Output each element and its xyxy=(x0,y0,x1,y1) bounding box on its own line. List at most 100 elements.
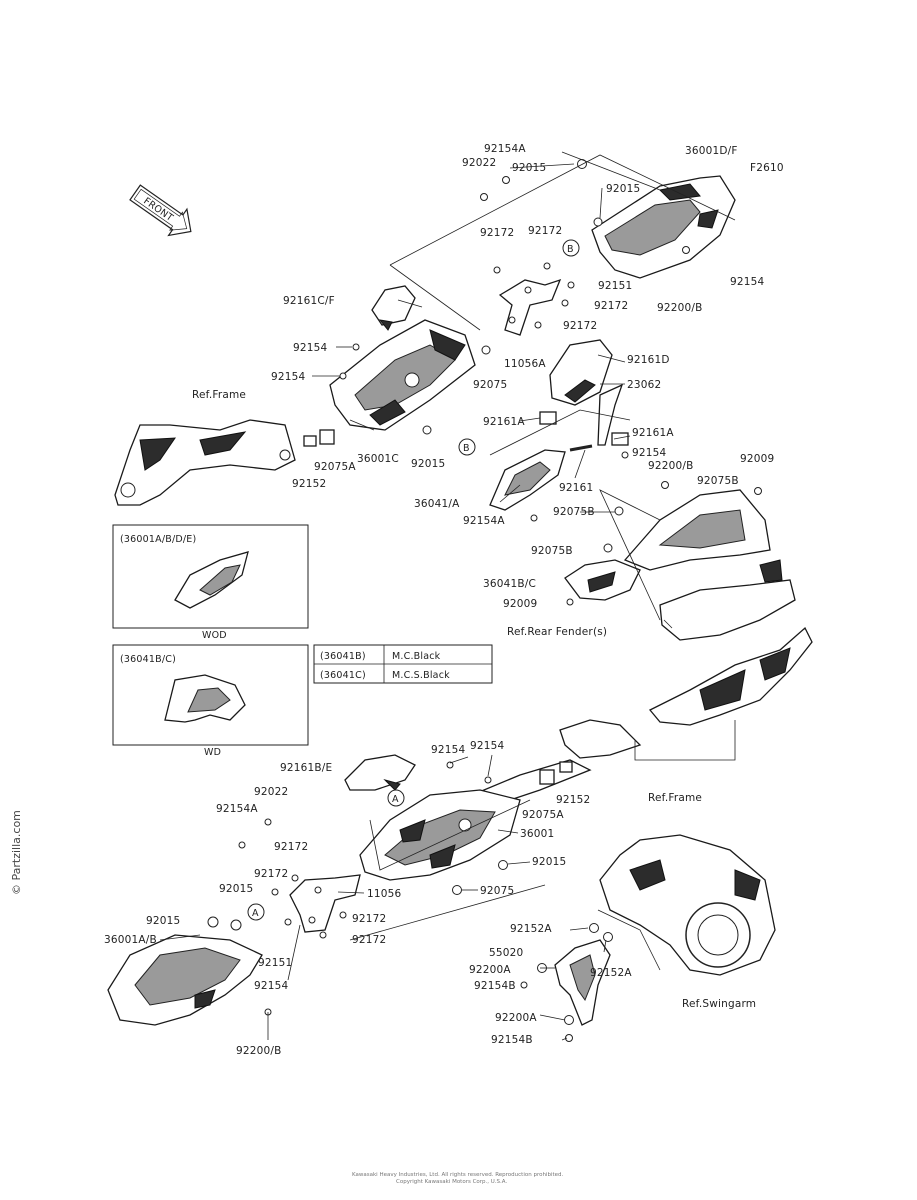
part-label: 92154 xyxy=(632,447,667,459)
part-label: 23062 xyxy=(627,379,661,391)
part-label: 92151 xyxy=(598,280,632,292)
part-label: 92015 xyxy=(219,883,253,895)
part-label: 92200A xyxy=(495,1012,537,1024)
part-label: 92154B xyxy=(474,980,516,992)
inset-top-title: (36001A/B/D/E) xyxy=(120,534,196,545)
mud-guard xyxy=(554,939,611,1026)
svg-text:B: B xyxy=(567,244,574,255)
part-label: 92152 xyxy=(556,794,590,806)
svg-text:A: A xyxy=(392,794,399,805)
figure-code: F2610 xyxy=(750,162,784,174)
frame-main xyxy=(458,626,813,811)
part-label: 92015 xyxy=(532,856,566,868)
callout-a-lower: A xyxy=(387,789,405,807)
color-table-code-0: (36041B) xyxy=(320,651,366,662)
part-label: 11056A xyxy=(504,358,546,370)
part-label: 92152A xyxy=(510,923,552,935)
part-label: 92015 xyxy=(411,458,445,470)
color-table-code-1: (36041C) xyxy=(320,670,366,681)
part-label: 92161 xyxy=(559,482,593,494)
part-label: 92161B/E xyxy=(280,762,332,774)
part-label: 92154A xyxy=(463,515,505,527)
bracket-upper xyxy=(498,278,562,336)
footer-line-1: Kawasaki Heavy Industries, Ltd. All righ… xyxy=(352,1172,564,1178)
inset-bottom-title: (36041B/C) xyxy=(120,654,176,665)
inset-top: (36001A/B/D/E) WOD xyxy=(112,524,309,641)
part-label: 92022 xyxy=(254,786,288,798)
rear-fender xyxy=(623,489,796,641)
part-label: 92161D xyxy=(627,354,670,366)
pad-lower xyxy=(344,754,416,791)
svg-text:A: A xyxy=(252,908,259,919)
part-label: 92015 xyxy=(606,183,640,195)
part-label: Ref.Swingarm xyxy=(682,998,756,1010)
part-label: 36001C xyxy=(357,453,399,465)
part-label: 92154 xyxy=(271,371,306,383)
frame-rear-section xyxy=(114,419,296,506)
part-label: 92172 xyxy=(274,841,308,853)
part-label: 92075A xyxy=(314,461,356,473)
part-label: 92154 xyxy=(254,980,289,992)
part-labels: 92154A 92022 92015 36001D/F 92015 92172 … xyxy=(104,143,774,1057)
bracket-lower xyxy=(289,874,361,933)
part-label: 92154 xyxy=(293,342,328,354)
part-label: 92152A xyxy=(590,967,632,979)
part-label: 92172 xyxy=(352,934,386,946)
watermark: © Partzilla.com xyxy=(10,810,23,895)
part-label: 92161A xyxy=(483,416,525,428)
callout-b-mid: B xyxy=(458,438,476,456)
part-label: 36041/A xyxy=(414,498,460,510)
part-label: 92022 xyxy=(462,157,496,169)
part-label: 92075A xyxy=(522,809,564,821)
part-label: 92152 xyxy=(292,478,326,490)
part-label: 92015 xyxy=(512,162,546,174)
part-label: 92161C/F xyxy=(283,295,335,307)
color-table-color-0: M.C.Black xyxy=(392,651,441,662)
inset-top-caption: WOD xyxy=(202,630,227,641)
part-label: 92075B xyxy=(553,506,595,518)
part-label: 92075B xyxy=(697,475,739,487)
seat-cowl-main xyxy=(359,789,521,881)
seat-cover-upper xyxy=(591,175,736,279)
inset-bottom-caption: WD xyxy=(204,747,221,758)
part-label: 92154A xyxy=(216,803,258,815)
part-label: Ref.Frame xyxy=(648,792,702,804)
part-label: 92075 xyxy=(480,885,514,897)
inset-bottom: (36041B/C) WD xyxy=(112,644,309,758)
part-label: 92154 xyxy=(431,744,466,756)
callout-a-left: A xyxy=(247,903,265,921)
part-label: Ref.Frame xyxy=(192,389,246,401)
part-label: 92154B xyxy=(491,1034,533,1046)
part-label: 92154 xyxy=(470,740,505,752)
part-label: 92172 xyxy=(594,300,628,312)
part-label: 92161A xyxy=(632,427,674,439)
seat-cover-lower xyxy=(107,934,263,1026)
front-arrow-icon: FRONT xyxy=(129,184,192,237)
part-label: 36041B/C xyxy=(483,578,536,590)
part-label: 92200A xyxy=(469,964,511,976)
seat-cowl-tray xyxy=(329,319,476,431)
svg-text:B: B xyxy=(463,443,470,454)
part-label: 36001A/B xyxy=(104,934,157,946)
part-label: 36001D/F xyxy=(685,145,738,157)
part-label: 92172 xyxy=(563,320,597,332)
part-label: 11056 xyxy=(367,888,402,900)
fasteners xyxy=(207,159,762,1042)
part-label: 92009 xyxy=(740,453,774,465)
color-table: (36041B) M.C.Black (36041C) M.C.S.Black xyxy=(313,644,493,684)
part-label: 92075 xyxy=(473,379,507,391)
pad-upper xyxy=(371,285,416,331)
part-label: 92200/B xyxy=(236,1045,282,1057)
part-label: 92172 xyxy=(528,225,562,237)
part-label: 92075B xyxy=(531,545,573,557)
part-label: Ref.Rear Fender(s) xyxy=(507,626,607,638)
leader-lines xyxy=(159,151,736,1041)
part-label: 36001 xyxy=(520,828,554,840)
part-label: 92172 xyxy=(254,868,288,880)
part-label: 92151 xyxy=(258,957,292,969)
color-table-color-1: M.C.S.Black xyxy=(392,670,450,681)
part-label: 92015 xyxy=(146,915,180,927)
part-label: 92009 xyxy=(503,598,537,610)
part-label: 55020 xyxy=(489,947,523,959)
